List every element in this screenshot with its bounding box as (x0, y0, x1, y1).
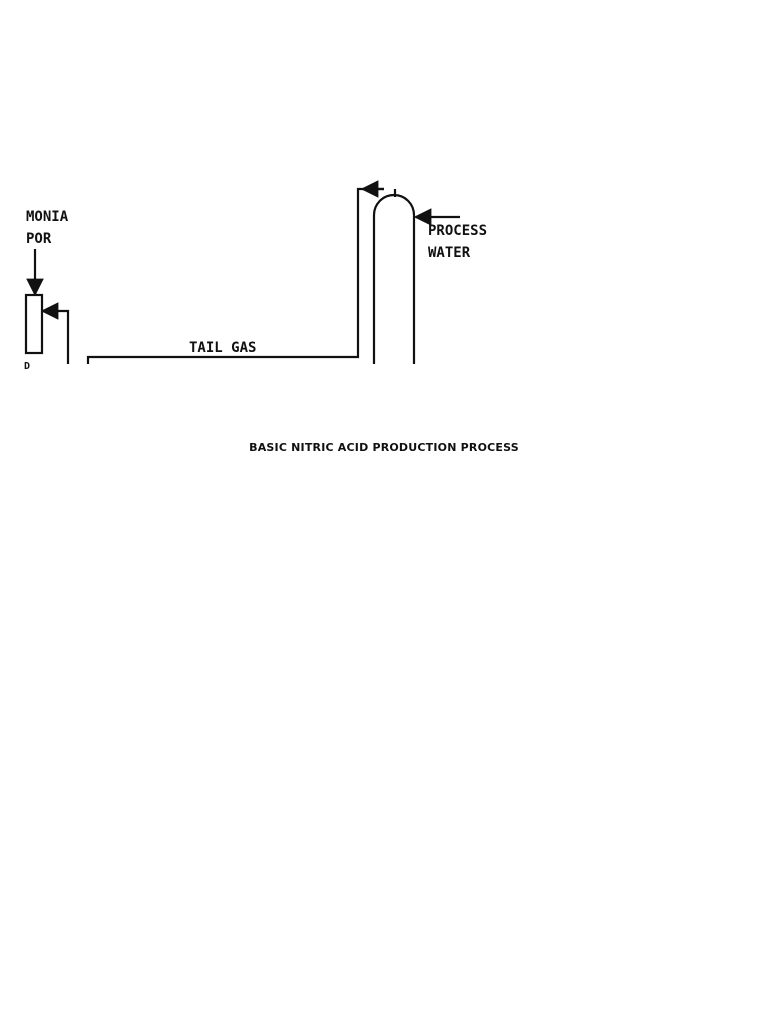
absorption-column (372, 193, 416, 364)
process-water-label: PROCESS (428, 223, 487, 239)
process-water-label-line2: WATER (428, 245, 471, 261)
tail-gas-line (86, 187, 384, 364)
figure-caption: BASIC NITRIC ACID PRODUCTION PROCESS (249, 441, 519, 454)
converter-edge-mark: D (24, 361, 30, 372)
converter-vessel (24, 293, 44, 355)
tail-gas-label: TAIL GAS (189, 340, 256, 356)
converter-return-line (40, 302, 70, 364)
ammonia-feed-label-line2: POR (26, 231, 52, 247)
ammonia-feed-label: MONIA (26, 209, 69, 225)
